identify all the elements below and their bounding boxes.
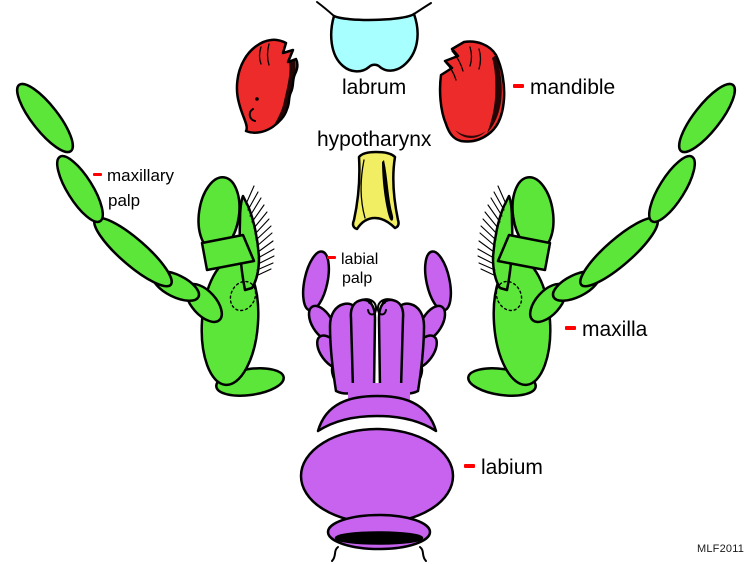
label-labrum: labrum	[342, 76, 407, 99]
labrum-shield	[329, 12, 419, 73]
right-mandible-shading	[487, 55, 502, 133]
label-maxillary-palp: maxillary palp	[93, 163, 174, 213]
label-labium: labium	[464, 456, 543, 481]
right-mandible-crease	[478, 48, 482, 70]
label-dash	[565, 326, 576, 331]
labrum-left-suspension-line	[316, 1, 335, 17]
left-mandible-dot	[255, 97, 259, 101]
left-mandible-crescent-mark	[248, 108, 256, 122]
right-mandible-tooth-crease	[451, 50, 464, 72]
label-hypotharynx: hypotharynx	[317, 128, 432, 151]
label-dash	[513, 84, 524, 89]
right-mandible-body	[438, 40, 506, 143]
left-mandible-crease	[266, 43, 270, 66]
right-mandible-tooth-crease	[445, 62, 457, 81]
left-maxilla-illustration	[15, 82, 285, 397]
labium-prementum-dome	[316, 394, 438, 433]
labrum-right-suspension-line	[413, 2, 432, 15]
hypotharynx-illustration	[351, 150, 400, 231]
labium-right-bristle	[419, 546, 427, 562]
label-dash	[464, 464, 475, 469]
labium-right-half	[376, 248, 457, 400]
label-dash	[93, 173, 102, 177]
hypotharynx-left-fold	[360, 159, 366, 219]
left-mandible-illustration	[235, 38, 299, 134]
right-mandible-crease	[469, 46, 473, 67]
label-maxilla: maxilla	[565, 318, 647, 343]
labium-submentum-opening	[334, 531, 424, 545]
labium-glossa-hook-dot	[367, 299, 373, 305]
credit-signature: MLF2011	[697, 543, 745, 555]
label-mandible: mandible	[513, 76, 615, 101]
right-maxilla-illustration	[465, 75, 745, 401]
labrum-illustration	[316, 1, 432, 73]
labium-left-bristle	[331, 546, 339, 562]
right-mandible-bottom-shading	[455, 130, 486, 139]
left-mandible-crease	[258, 46, 262, 65]
labium-illustration	[299, 248, 457, 562]
label-labial-palp: labial palp	[327, 250, 378, 288]
maxilla-palp-segment	[15, 82, 75, 154]
left-mandible-shading	[272, 60, 296, 128]
label-dash	[327, 256, 336, 260]
maxilla-palp-socket	[229, 280, 257, 312]
labium-glossa-hook	[360, 298, 378, 316]
right-mandible-illustration	[438, 40, 506, 143]
labium-mentum	[299, 427, 455, 525]
maxilla-subgalea	[200, 233, 256, 272]
hypotharynx-shading	[382, 160, 394, 221]
maxilla-palp-segment	[55, 154, 105, 224]
maxilla-lacinia-hairs	[245, 185, 275, 277]
